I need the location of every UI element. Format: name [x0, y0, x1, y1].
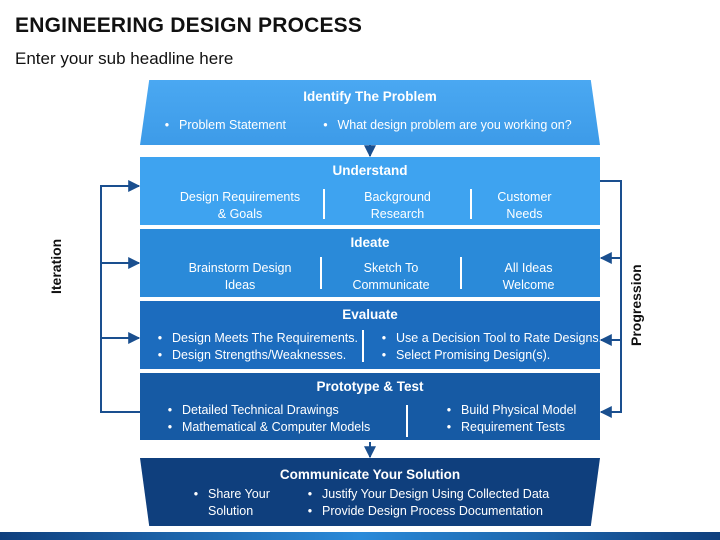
column-divider: [323, 189, 325, 219]
bullet-list: •Problem Statement •What design problem …: [155, 117, 572, 134]
column-divider: [320, 257, 322, 289]
stage-title: Identify The Problem: [303, 89, 437, 104]
column-item: Design Requirements& Goals: [179, 190, 301, 221]
bullet-list: •Share Your Solution: [184, 486, 270, 520]
stage-communicate-solution: Communicate Your Solution •Share Your So…: [140, 458, 600, 526]
stage-title: Communicate Your Solution: [279, 467, 461, 482]
stage-understand: Understand Design Requirements& Goals Ba…: [140, 157, 600, 225]
progression-loop: [599, 180, 622, 418]
stage-title: Ideate: [350, 235, 390, 250]
list-item: •Provide Design Process Documentation: [307, 504, 543, 518]
stage-title: Understand: [332, 163, 408, 178]
stage-prototype-test: Prototype & Test •Detailed Technical Dra…: [140, 373, 600, 440]
footer-bar: [0, 532, 720, 540]
stage-title: Prototype & Test: [316, 379, 424, 394]
iteration-loop: [100, 180, 141, 413]
column-divider: [460, 257, 462, 289]
page-title: ENGINEERING DESIGN PROCESS: [15, 14, 363, 37]
list-item: •Build Physical Model: [446, 403, 577, 417]
iteration-label: Iteration: [48, 238, 64, 294]
stage-identify-problem: Identify The Problem •Problem Statement …: [140, 80, 600, 145]
list-item: •Justify Your Design Using Collected Dat…: [307, 487, 550, 501]
bullet-list: •Detailed Technical Drawings •Mathematic…: [158, 402, 370, 436]
list-item: •Select Promising Design(s).: [381, 348, 551, 362]
list-item: •Share Your: [193, 487, 270, 501]
list-item: •Design Meets The Requirements.: [157, 331, 358, 345]
stage-title: Evaluate: [342, 307, 398, 322]
bullet-list: •Use a Decision Tool to Rate Designs. •S…: [372, 330, 602, 364]
bullet-list: •Design Meets The Requirements. •Design …: [148, 330, 358, 364]
column-divider: [470, 189, 472, 219]
list-item: •Problem Statement: [164, 118, 286, 132]
list-item: •Mathematical & Computer Models: [167, 420, 371, 434]
page-subtitle: Enter your sub headline here: [15, 49, 234, 68]
bullet-list: •Justify Your Design Using Collected Dat…: [298, 486, 549, 520]
stage-evaluate: Evaluate •Design Meets The Requirements.…: [140, 301, 602, 369]
list-item: •Requirement Tests: [446, 420, 565, 434]
list-item: •What design problem are you working on?: [323, 118, 572, 132]
bullet-list: •Build Physical Model •Requirement Tests: [437, 402, 577, 436]
column-divider: [406, 405, 408, 437]
list-item: •Detailed Technical Drawings: [167, 403, 339, 417]
column-divider: [362, 330, 364, 362]
list-item: •Design Strengths/Weaknesses.: [157, 348, 347, 362]
progression-label: Progression: [628, 264, 644, 346]
list-item: •Use a Decision Tool to Rate Designs.: [381, 331, 603, 345]
